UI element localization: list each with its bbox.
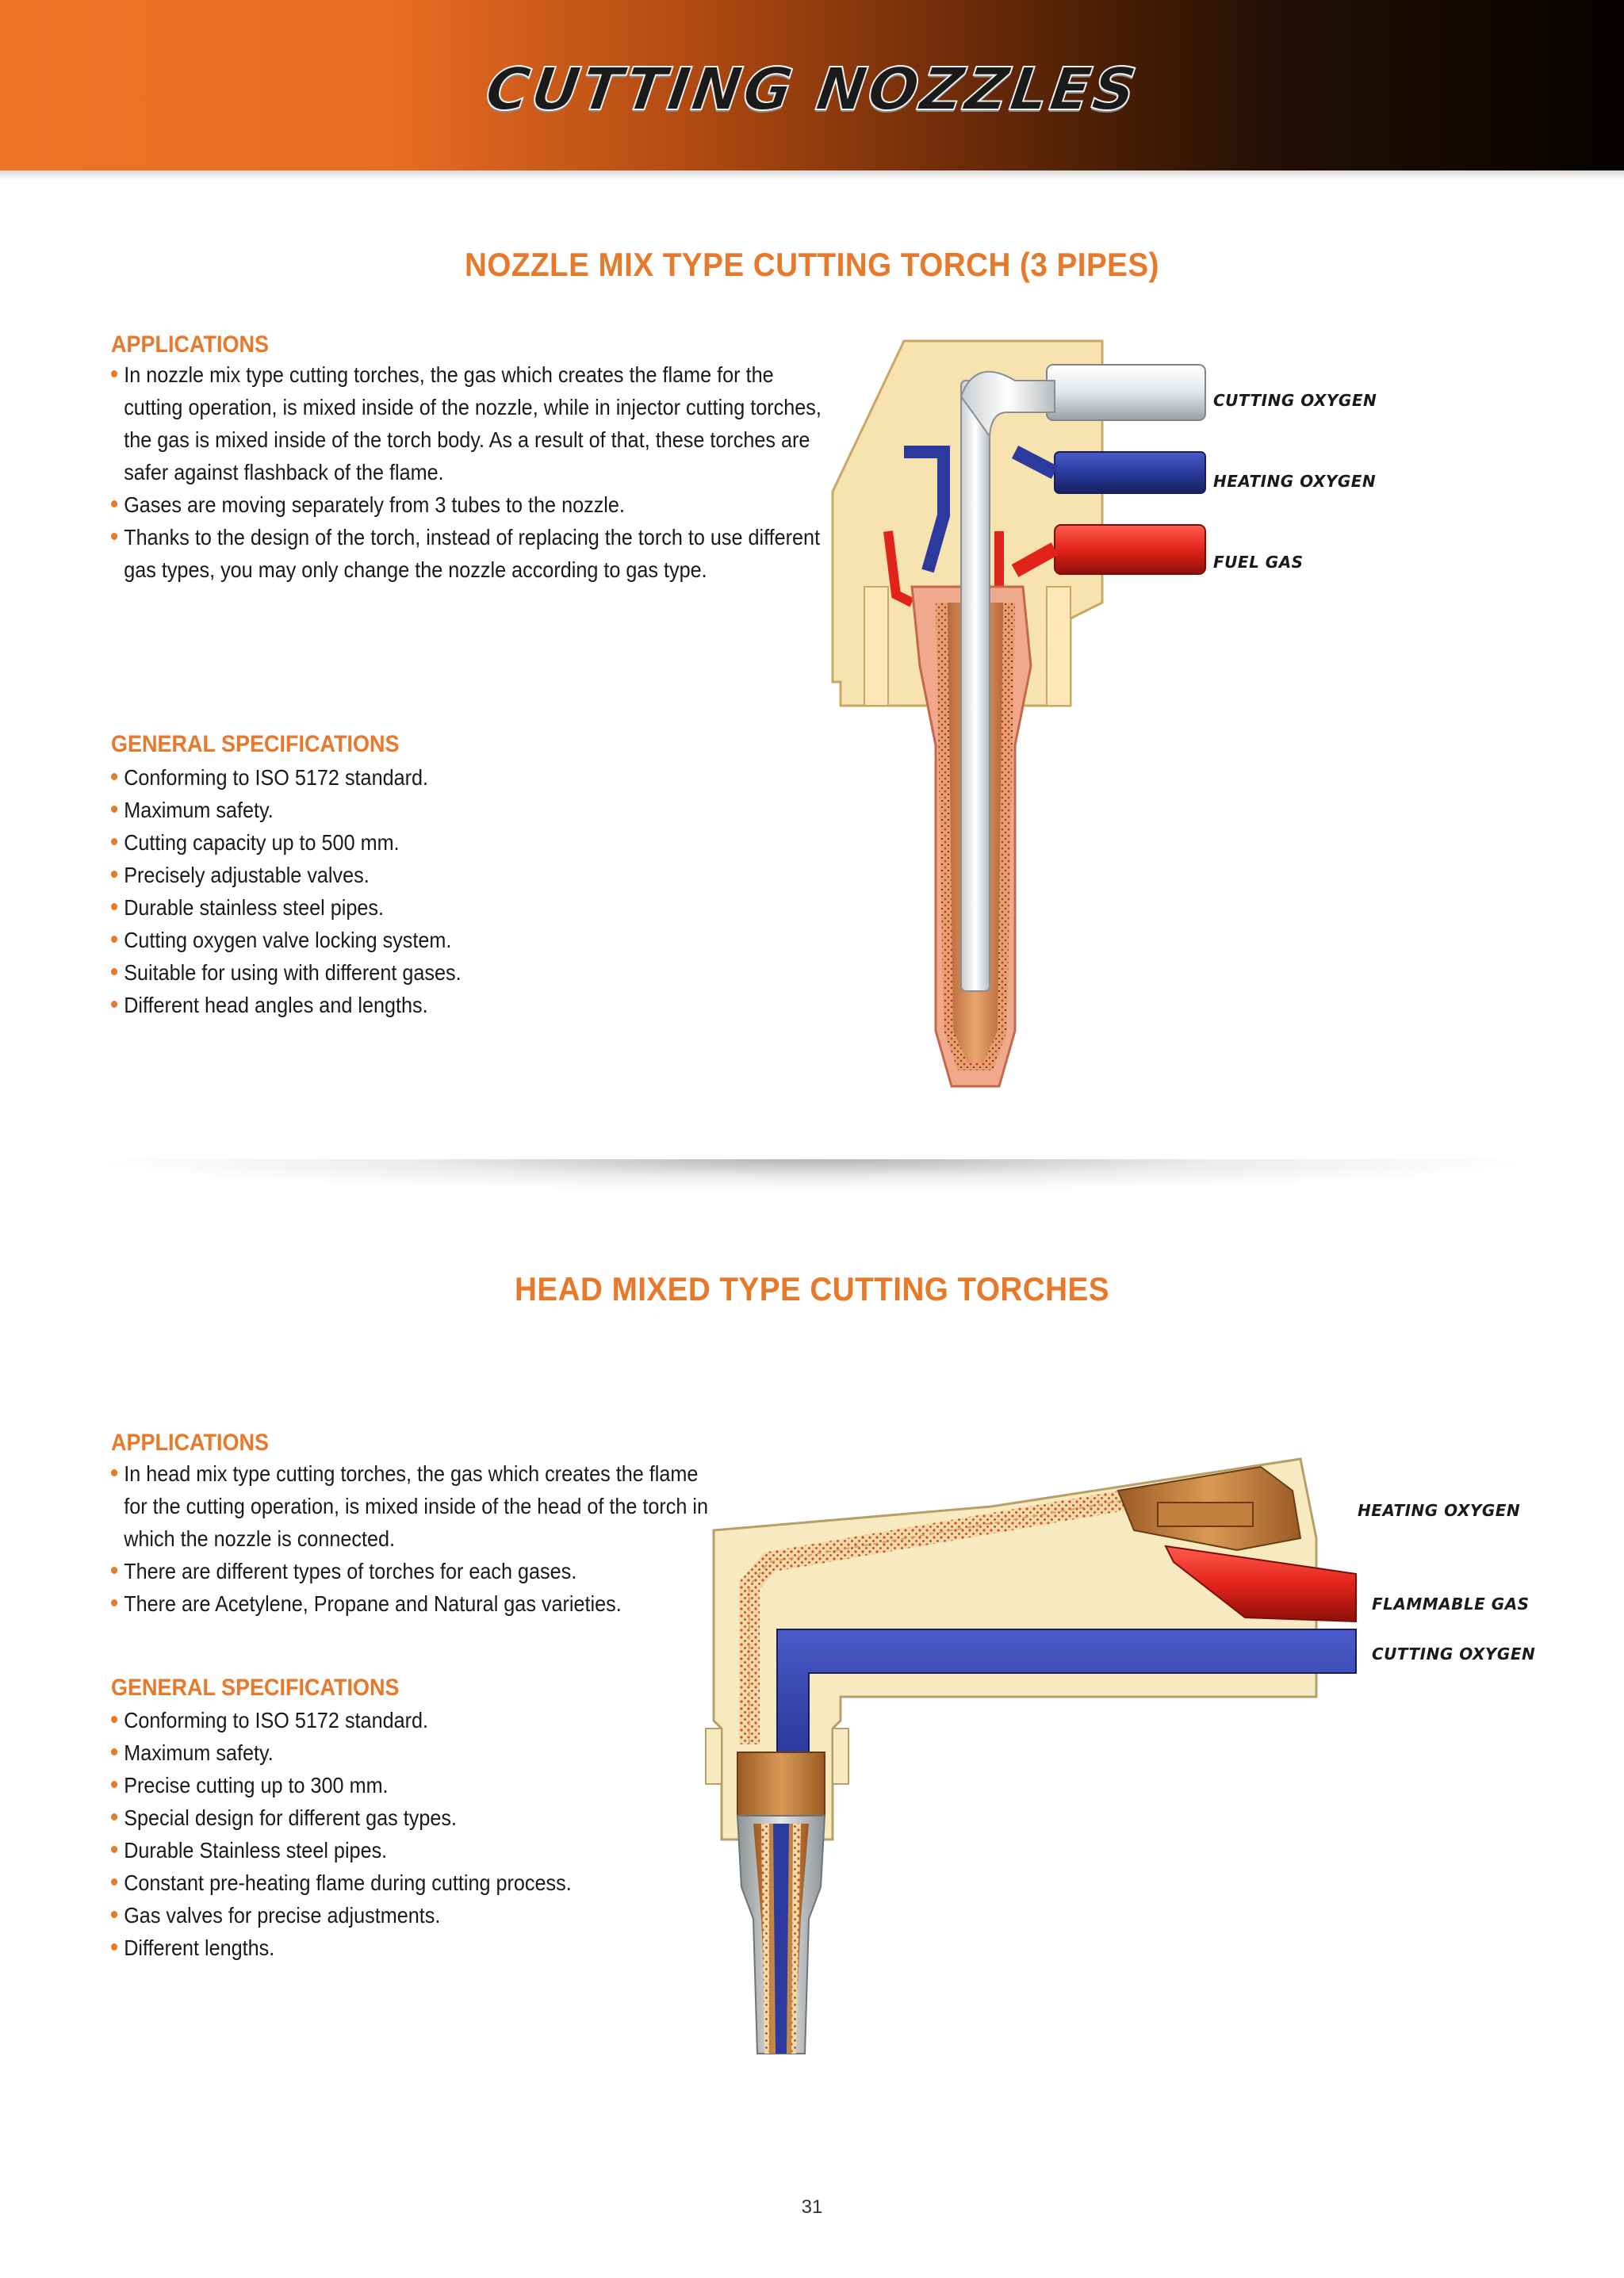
- list-item: Special design for different gas types.: [111, 1801, 753, 1834]
- list-item: Conforming to ISO 5172 standard.: [111, 761, 825, 794]
- list-item: Cutting oxygen valve locking system.: [111, 924, 825, 956]
- list-item: Maximum safety.: [111, 1736, 753, 1769]
- list-item: Maximum safety.: [111, 794, 825, 826]
- list-item: Precisely adjustable valves.: [111, 859, 825, 891]
- section1-applications-heading: APPLICATIONS: [111, 331, 270, 358]
- list-item: Precise cutting up to 300 mm.: [111, 1769, 753, 1801]
- section1-specs-list: Conforming to ISO 5172 standard. Maximum…: [111, 761, 825, 1021]
- section2-specs-heading: GENERAL SPECIFICATIONS: [111, 1675, 400, 1701]
- nozzle-mix-torch-diagram: [831, 339, 1206, 1088]
- list-item: There are Acetylene, Propane and Natural…: [111, 1587, 718, 1620]
- section2-title: HEAD MIXED TYPE CUTTING TORCHES: [515, 1270, 1109, 1307]
- list-item: In head mix type cutting torches, the ga…: [111, 1457, 718, 1555]
- list-item: In nozzle mix type cutting torches, the …: [111, 358, 825, 488]
- section2-applications-list: In head mix type cutting torches, the ga…: [111, 1457, 718, 1620]
- list-item: Durable Stainless steel pipes.: [111, 1834, 753, 1866]
- list-item: Constant pre-heating flame during cuttin…: [111, 1866, 753, 1899]
- label-cutting-oxygen-2: CUTTING OXYGEN: [1372, 1644, 1536, 1664]
- list-item: Thanks to the design of the torch, inste…: [111, 521, 825, 586]
- label-heating-oxygen-2: HEATING OXYGEN: [1358, 1501, 1521, 1520]
- list-item: Gases are moving separately from 3 tubes…: [111, 488, 825, 521]
- label-fuel-gas: FUEL GAS: [1213, 553, 1304, 572]
- section-divider: [95, 1159, 1530, 1191]
- list-item: Different lengths.: [111, 1932, 753, 1964]
- list-item: Durable stainless steel pipes.: [111, 891, 825, 924]
- section1-title: NOZZLE MIX TYPE CUTTING TORCH (3 PIPES): [465, 246, 1159, 283]
- list-item: Gas valves for precise adjustments.: [111, 1899, 753, 1932]
- section1-specs-heading: GENERAL SPECIFICATIONS: [111, 731, 400, 757]
- section2-applications-heading: APPLICATIONS: [111, 1430, 270, 1456]
- label-cutting-oxygen: CUTTING OXYGEN: [1213, 391, 1377, 410]
- list-item: There are different types of torches for…: [111, 1555, 718, 1587]
- list-item: Different head angles and lengths.: [111, 989, 825, 1021]
- list-item: Cutting capacity up to 500 mm.: [111, 826, 825, 859]
- section2-specs-list: Conforming to ISO 5172 standard. Maximum…: [111, 1704, 753, 1964]
- list-item: Conforming to ISO 5172 standard.: [111, 1704, 753, 1736]
- label-flammable-gas: FLAMMABLE GAS: [1372, 1595, 1530, 1614]
- label-heating-oxygen: HEATING OXYGEN: [1213, 472, 1377, 491]
- section1-applications-list: In nozzle mix type cutting torches, the …: [111, 358, 825, 586]
- head-mixed-torch-diagram: [705, 1457, 1357, 2054]
- page-title: CUTTING NOZZLES: [481, 55, 1143, 124]
- list-item: Suitable for using with different gases.: [111, 956, 825, 989]
- page-number: 31: [801, 2196, 823, 2218]
- header-banner: [0, 0, 1624, 170]
- header-strip: [0, 170, 1624, 180]
